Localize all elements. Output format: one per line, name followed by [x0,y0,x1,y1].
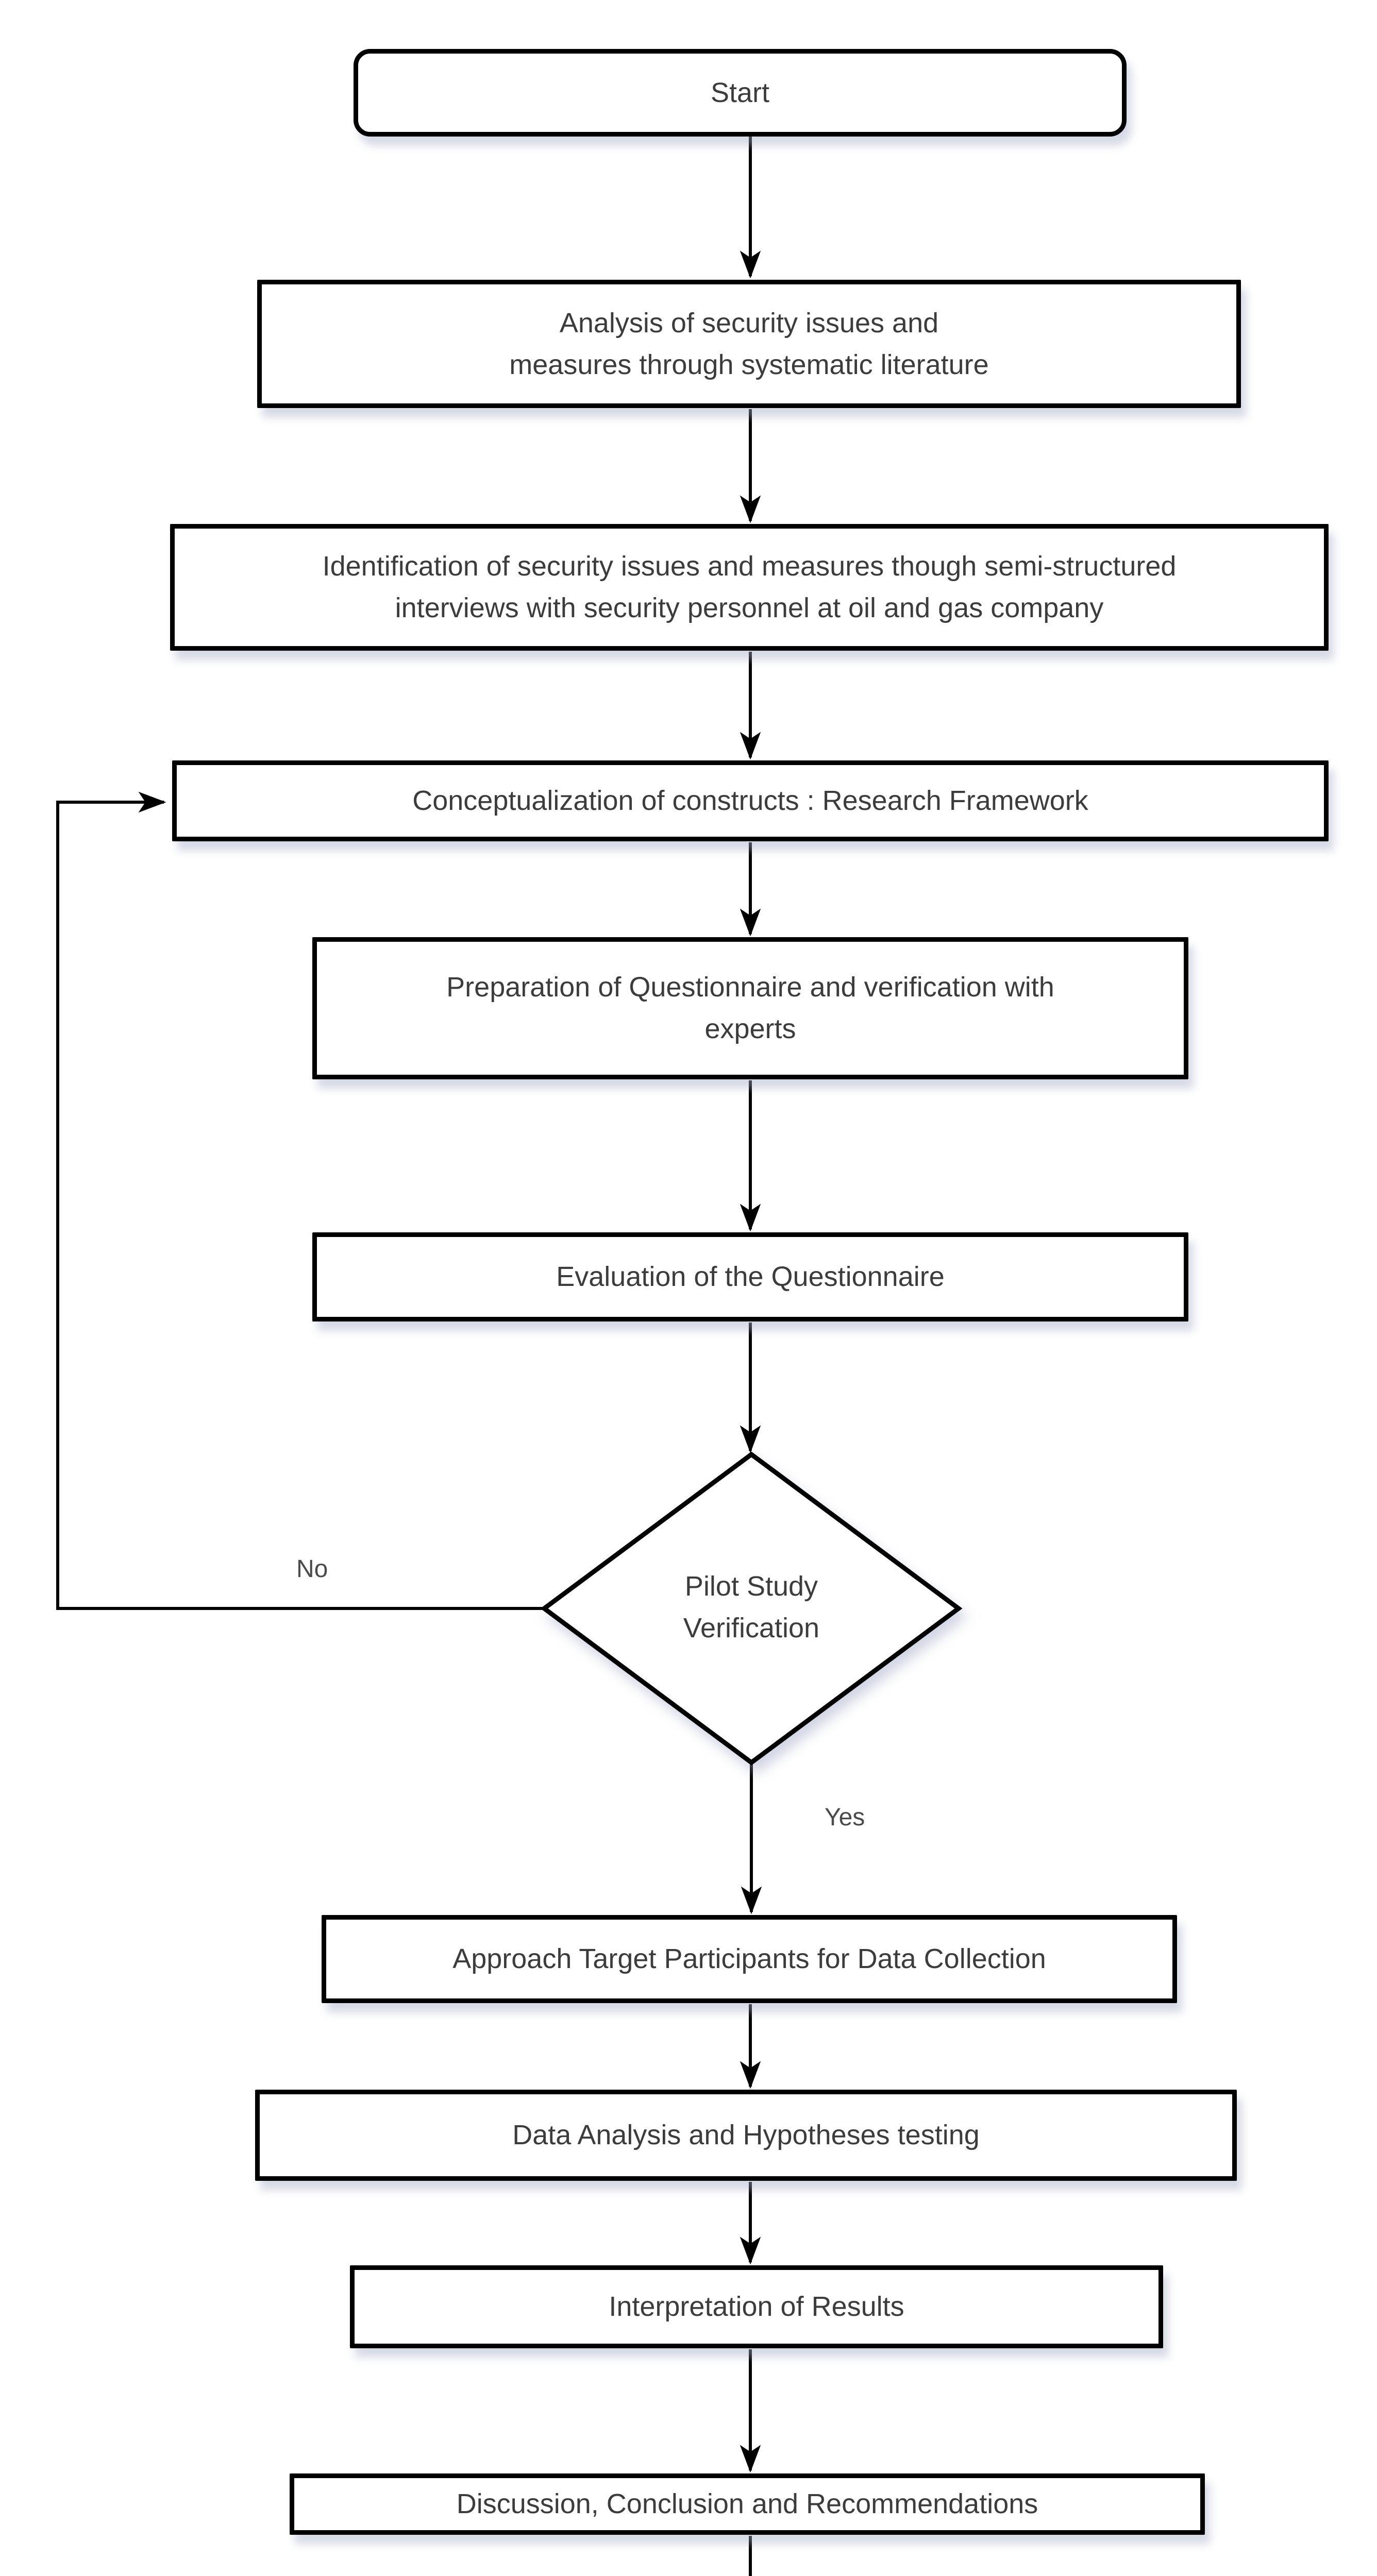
node-data-analysis: Data Analysis and Hypotheses testing [255,2090,1237,2181]
node-start: Start [354,49,1127,137]
node-label: Data Analysis and Hypotheses testing [512,2120,980,2150]
node-identification: Identification of security issues and me… [170,524,1329,651]
node-label: Approach Target Participants for Data Co… [452,1943,1046,1974]
node-label: Discussion, Conclusion and Recommendatio… [456,2488,1038,2519]
node-pilot-study: Pilot Study Verification [591,1538,912,1677]
node-label: Interpretation of Results [609,2291,904,2322]
edge-label-yes: Yes [825,1804,865,1831]
node-label: Analysis of security issues and measures… [509,307,989,380]
node-interpretation: Interpretation of Results [350,2265,1163,2348]
node-label: Conceptualization of constructs : Resear… [412,785,1088,816]
node-preparation: Preparation of Questionnaire and verific… [312,937,1188,1079]
node-label: Evaluation of the Questionnaire [556,1261,945,1292]
node-label: Start [710,77,770,108]
connector-pilot-conceptualization-no [56,791,545,1610]
node-label: Pilot Study Verification [683,1571,820,1643]
node-conceptualization: Conceptualization of constructs : Resear… [172,760,1329,841]
node-label: Preparation of Questionnaire and verific… [446,972,1054,1044]
edge-label-no: No [296,1555,328,1583]
node-evaluation: Evaluation of the Questionnaire [312,1232,1188,1321]
node-discussion: Discussion, Conclusion and Recommendatio… [290,2473,1205,2535]
node-analysis: Analysis of security issues and measures… [257,280,1241,408]
node-approach: Approach Target Participants for Data Co… [322,1915,1177,2003]
node-label: Identification of security issues and me… [322,551,1177,623]
node-pilot-study-diamond [540,1451,963,1766]
